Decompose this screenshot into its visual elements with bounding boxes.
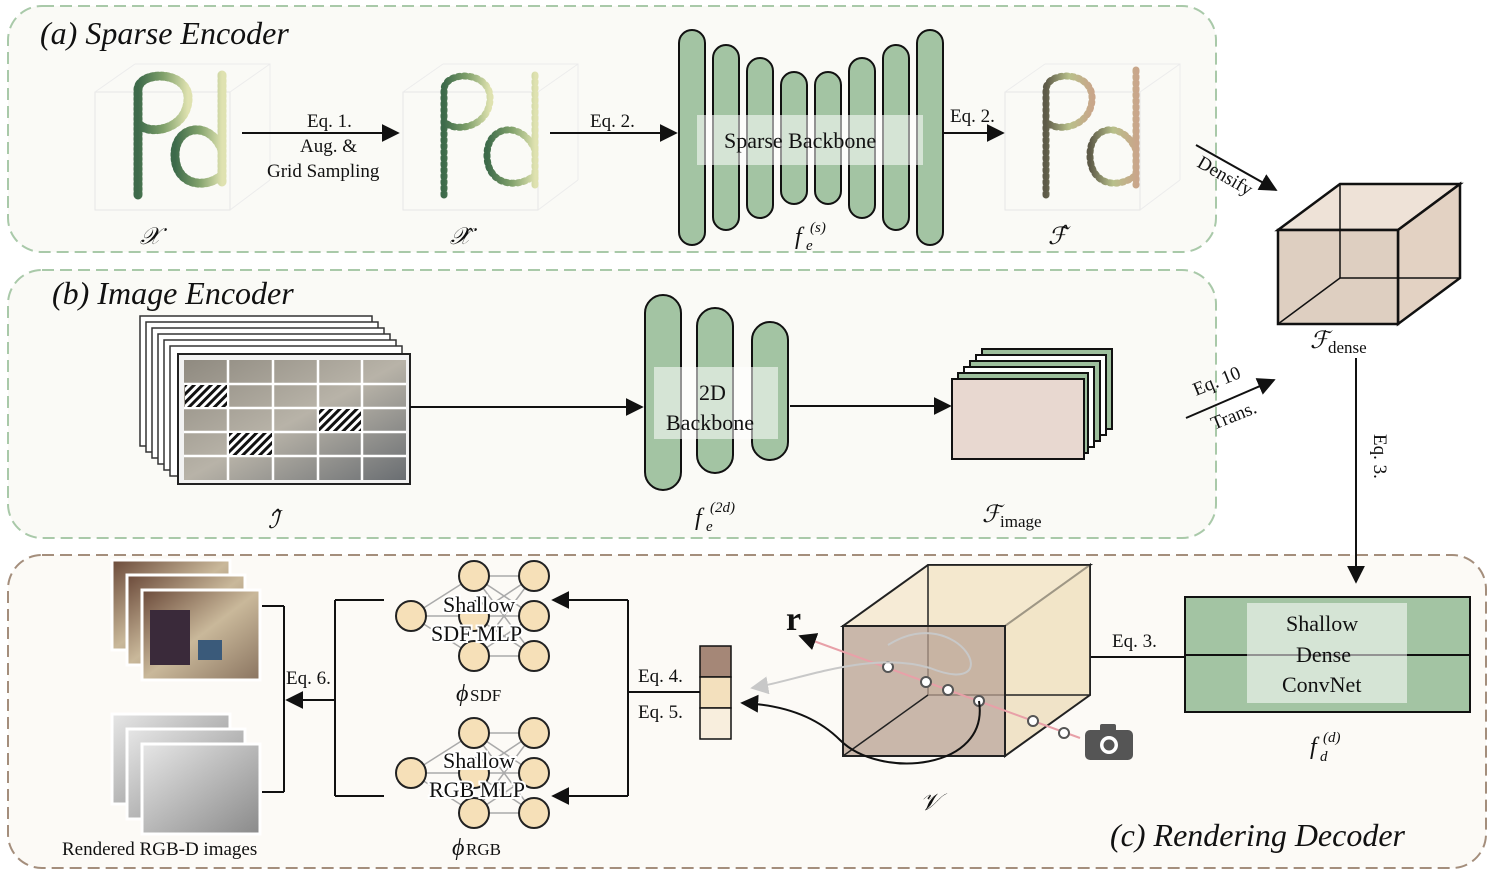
point-cloud-input: [94, 63, 271, 211]
svg-text:f: f: [695, 505, 705, 531]
eq6-label: Eq. 6.: [286, 668, 331, 689]
backbone-2d-label-2: Backbone: [666, 410, 754, 435]
sparse-backbone-label-box: [697, 115, 923, 165]
svg-text:e: e: [706, 519, 713, 535]
rendered-rgb-images: [110, 558, 262, 682]
dense-convnet-label-3: ConvNet: [1282, 672, 1361, 697]
symbol-fe-s: f e (s): [795, 220, 826, 254]
backbone-2d-label-1: 2D: [699, 380, 726, 405]
svg-text:ϕ: ϕ: [452, 835, 464, 861]
ray-samples: [882, 661, 1070, 739]
eq10-trans-arrow: [1185, 378, 1276, 419]
eq3-horizontal-label: Eq. 3.: [1112, 631, 1157, 652]
dense-convnet-label-box: [1247, 603, 1407, 703]
rgb-mlp-label-2: RGB MLP: [429, 777, 525, 802]
svg-text:(s): (s): [810, 220, 826, 236]
sdf-mlp: [395, 560, 550, 672]
query-curve-black: [740, 694, 981, 765]
symbol-f-image: ℱ image: [982, 502, 1042, 531]
symbol-fd: f d (d): [1310, 730, 1341, 765]
symbol-phi-sdf: ϕ SDF: [456, 681, 501, 707]
sparse-backbone-label: Sparse Backbone: [724, 128, 876, 153]
svg-text:d: d: [1320, 749, 1328, 765]
svg-text:ℱ: ℱ: [1310, 328, 1333, 354]
grid-sampling-label: Grid Sampling: [267, 161, 380, 182]
rendered-depth-images: [110, 712, 262, 836]
query-curve-gray: [750, 632, 972, 695]
masked-image-stack: [139, 315, 411, 485]
rgb-mlp-label-1: Shallow: [443, 748, 515, 773]
feature-vector: [699, 645, 732, 740]
eq5-label: Eq. 5.: [638, 702, 683, 723]
symbol-f-dense: ℱ dense: [1310, 328, 1367, 357]
symbol-i-hat: ℐ̂: [268, 508, 283, 534]
eq2-out-label: Eq. 2.: [950, 106, 995, 127]
symbol-f-hat: ℱ̂: [1048, 224, 1071, 250]
svg-text:ϕ: ϕ: [456, 681, 468, 707]
rendering-decoder-title: (c) Rendering Decoder: [1110, 817, 1406, 853]
rendered-rgbd-caption: Rendered RGB-D images: [62, 839, 257, 860]
image-feature-maps: [951, 348, 1113, 460]
sparse-encoder-panel: [7, 5, 1217, 253]
mlp-connector: [551, 591, 700, 805]
svg-text:dense: dense: [1328, 338, 1367, 357]
svg-text:e: e: [806, 238, 813, 254]
sparse-encoder-title: (a) Sparse Encoder: [40, 15, 289, 51]
ray-label: r: [786, 601, 801, 638]
densify-arrow: [1195, 144, 1278, 191]
point-cloud-sampled: [402, 63, 579, 211]
backbone-2d-label-box: [654, 367, 778, 439]
rgb-mlp: [395, 717, 550, 829]
eq3-vertical-label: Eq. 3.: [1369, 434, 1390, 479]
svg-text:f: f: [1310, 734, 1320, 760]
dense-convnet-label-2: Dense: [1296, 642, 1351, 667]
aug-label: Aug. &: [300, 136, 357, 157]
sdf-mlp-label-2: SDF MLP: [431, 621, 522, 646]
render-connector: [262, 599, 384, 797]
symbol-fe-2d: f e (2d): [695, 500, 735, 535]
eq1-label: Eq. 1.: [307, 111, 352, 132]
svg-text:ℱ: ℱ: [982, 502, 1005, 528]
dense-volume: [1274, 181, 1464, 327]
sparse-feature-cloud: [1004, 63, 1181, 211]
svg-text:(2d): (2d): [710, 500, 735, 516]
eq4-label: Eq. 4.: [638, 666, 683, 687]
feature-volume: [839, 563, 1094, 758]
sdf-mlp-label-1: Shallow: [443, 592, 515, 617]
eq2-in-label: Eq. 2.: [590, 111, 635, 132]
svg-text:SDF: SDF: [470, 686, 501, 705]
camera-icon: [1085, 724, 1133, 760]
dense-convnet-label-1: Shallow: [1286, 611, 1358, 636]
symbol-phi-rgb: ϕ RGB: [452, 835, 501, 861]
image-encoder-title: (b) Image Encoder: [52, 275, 294, 311]
svg-text:f: f: [795, 224, 805, 250]
svg-text:image: image: [1000, 512, 1042, 531]
svg-text:(d): (d): [1323, 730, 1341, 746]
svg-text:RGB: RGB: [466, 840, 501, 859]
